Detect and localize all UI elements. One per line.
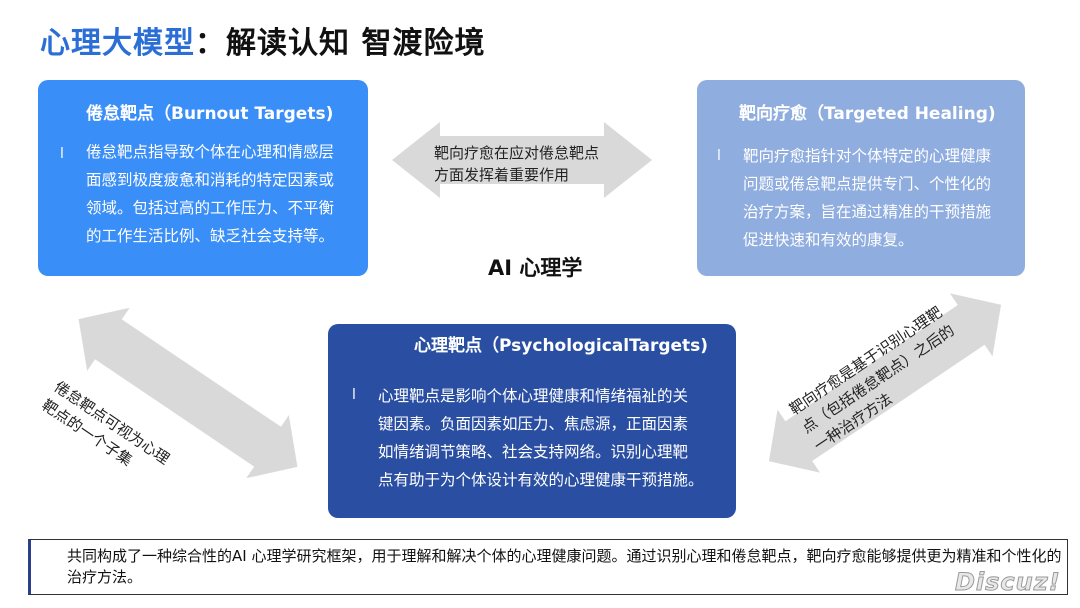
- psych-box-title: 心理靶点（PsychologicalTargets): [414, 336, 709, 356]
- burnout-box-title: 倦怠靶点（Burnout Targets): [86, 104, 334, 124]
- psych-body-line: 心理靶点是影响个体心理健康和情绪福祉的关: [378, 387, 689, 405]
- page-title-sub: ：解读认知 智渡险境: [195, 26, 486, 61]
- page-title: 心理大模型：解读认知 智渡险境: [40, 18, 485, 62]
- double-arrow-right: [768, 293, 1002, 473]
- summary-footer: 共同构成了一种综合性的AI 心理学研究框架，用于理解和解决个体的心理健康问题。通…: [28, 539, 1068, 595]
- psych-bullet: l: [352, 387, 356, 403]
- healing-body-line: 治疗方案，旨在通过精准的干预措施: [743, 203, 992, 221]
- healing-body-line: 促进快速和有效的康复。: [743, 231, 914, 249]
- summary-text: 共同构成了一种综合性的AI 心理学研究框架，用于理解和解决个体的心理健康问题。通…: [67, 547, 1062, 586]
- burnout-bullet: l: [60, 146, 64, 162]
- page-title-main: 心理大模型: [40, 26, 195, 61]
- arrow-top-line: 靶向疗愈在应对倦怠靶点: [434, 144, 600, 162]
- psychological-targets-box: 心理靶点（PsychologicalTargets) l 心理靶点是影响个体心理…: [328, 324, 736, 518]
- psych-box-body: 心理靶点是影响个体心理健康和情绪福祉的关 键因素。负面因素如压力、焦虑源，正面因…: [378, 382, 704, 494]
- burnout-box-body: 倦怠靶点指导致个体在心理和情感层 面感到极度疲惫和消耗的特定因素或 领域。包括过…: [86, 138, 334, 250]
- burnout-targets-box: 倦怠靶点（Burnout Targets) l 倦怠靶点指导致个体在心理和情感层…: [38, 80, 368, 276]
- healing-body-line: 靶向疗愈指针对个体特定的心理健康: [743, 147, 992, 165]
- arrow-top-line: 方面发挥着重要作用: [434, 166, 570, 184]
- healing-bullet: l: [717, 148, 721, 164]
- double-arrow-top: [392, 122, 652, 198]
- burnout-body-line: 倦怠靶点指导致个体在心理和情感层: [86, 143, 335, 161]
- burnout-body-line: 领域。包括过高的工作压力、不平衡: [86, 199, 335, 217]
- healing-box-body: 靶向疗愈指针对个体特定的心理健康 问题或倦怠靶点提供专门、个性化的 治疗方案，旨…: [743, 142, 991, 254]
- burnout-body-line: 的工作生活比例、缺乏社会支持等。: [86, 227, 335, 245]
- psych-body-line: 点有助于为个体设计有效的心理健康干预措施。: [378, 471, 704, 489]
- double-arrow-left: [78, 307, 298, 479]
- arrow-top-label: 靶向疗愈在应对倦怠靶点 方面发挥着重要作用: [434, 142, 599, 186]
- center-label: AI 心理学: [488, 256, 583, 280]
- psych-body-line: 如情绪调节策略、社会支持网络。识别心理靶: [378, 443, 689, 461]
- psych-body-line: 键因素。负面因素如压力、焦虑源，正面因素: [378, 415, 689, 433]
- healing-body-line: 问题或倦怠靶点提供专门、个性化的: [743, 175, 992, 193]
- healing-box-title: 靶向疗愈（Targeted Healing): [739, 104, 996, 124]
- targeted-healing-box: 靶向疗愈（Targeted Healing) l 靶向疗愈指针对个体特定的心理健…: [697, 80, 1025, 276]
- burnout-body-line: 面感到极度疲惫和消耗的特定因素或: [86, 171, 335, 189]
- discuz-watermark: Discuz!: [955, 568, 1061, 597]
